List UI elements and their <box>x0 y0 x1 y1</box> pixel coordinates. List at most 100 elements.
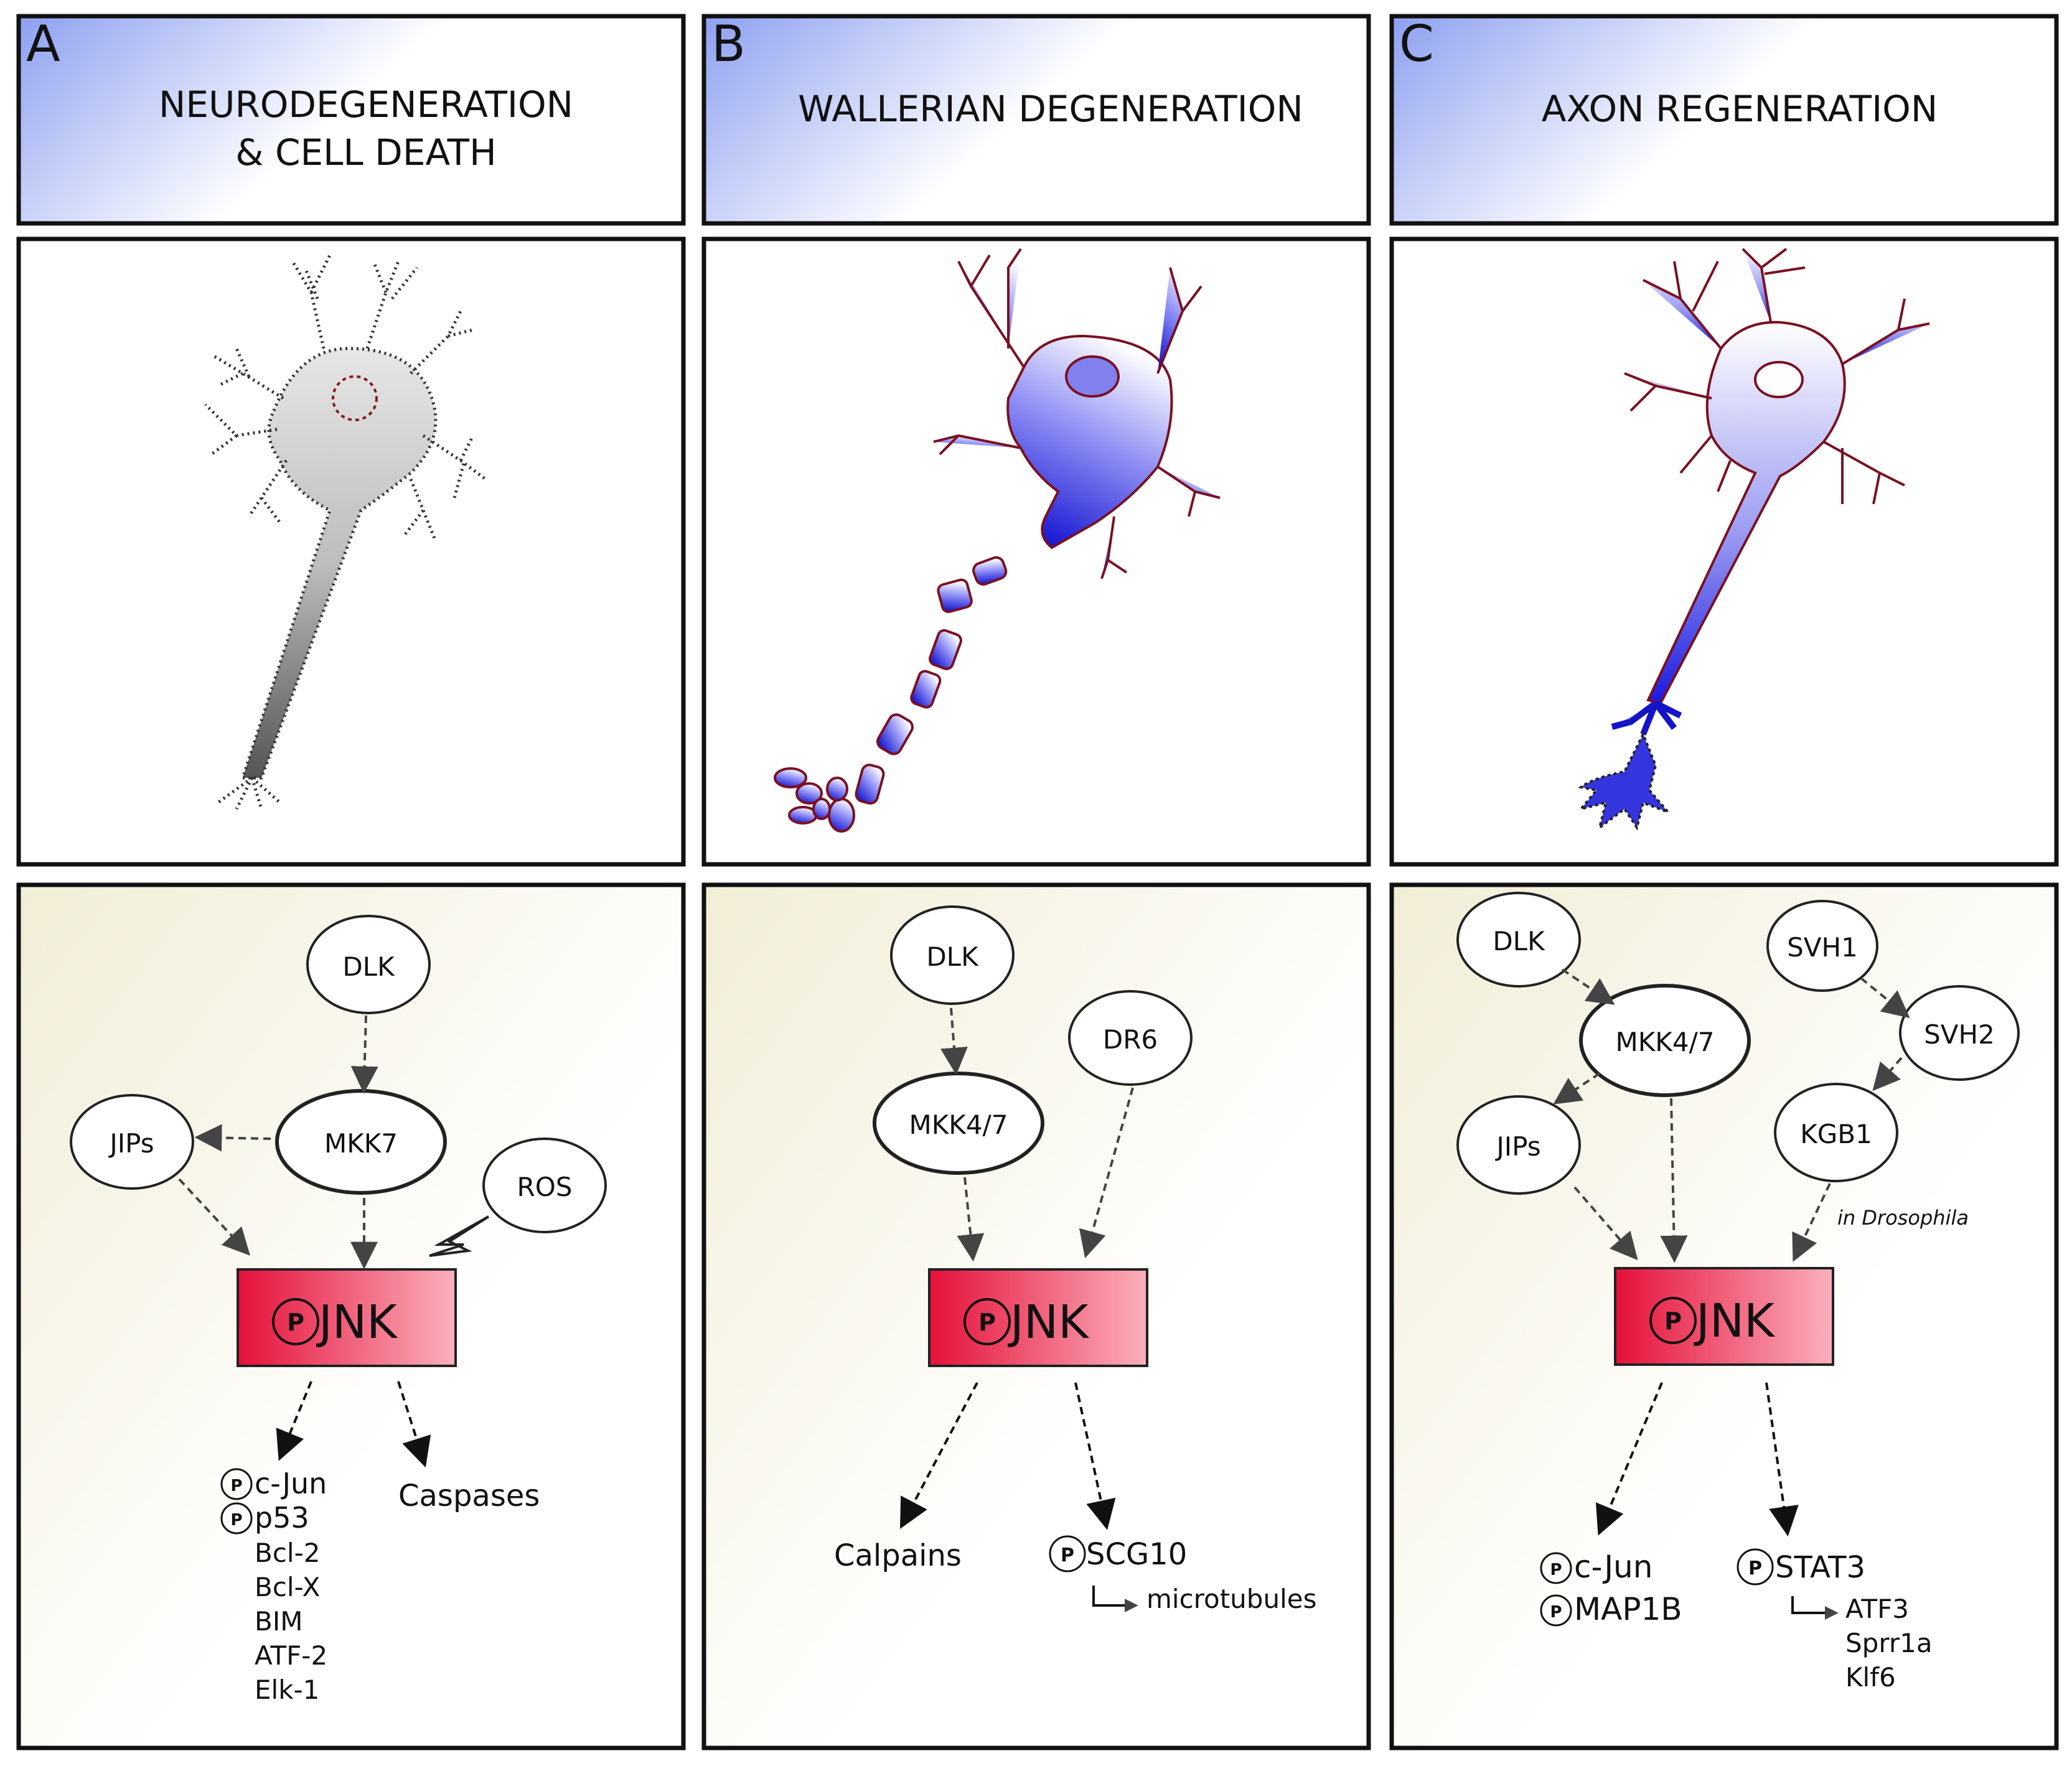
edge-svh2-kgb1 <box>1872 1057 1903 1091</box>
panel-c-title: AXON REGENERATION <box>1542 88 1938 130</box>
edge-dr6-jnk <box>1079 1087 1134 1258</box>
phospho-label-scg10: P <box>1061 1544 1074 1566</box>
jnk-label-b: JNK <box>1008 1296 1090 1349</box>
phospho-icon <box>1540 1594 1572 1627</box>
kgb1-node <box>1774 1083 1898 1182</box>
regenerating-neuron <box>1577 248 1930 831</box>
panel-a-letter: A <box>26 15 60 73</box>
target-label: c-Jun <box>255 1467 327 1500</box>
panel-c-header-box <box>1389 14 2059 226</box>
stat3-label: STAT3 <box>1775 1550 1865 1585</box>
panel-c-edges <box>1553 968 1910 1537</box>
panel-a-header-box <box>16 14 686 226</box>
mkk47-label-b: MKK4/7 <box>909 1110 1008 1140</box>
dlk-node <box>306 915 431 1014</box>
phospho-label: P <box>1550 1603 1562 1622</box>
edge-jips-jnk-c <box>1573 1186 1638 1261</box>
target-label: c-Jun <box>1574 1549 1652 1585</box>
edge-jnk-stat3 <box>1765 1382 1799 1537</box>
target-label: Bcl-X <box>255 1572 320 1602</box>
calpains-label: Calpains <box>834 1538 962 1573</box>
panel-a-edges <box>178 1015 431 1468</box>
jips-node-c <box>1456 1095 1581 1195</box>
phospho-icon <box>1540 1552 1572 1584</box>
phospho-icon <box>220 1502 253 1535</box>
target-label: ATF-2 <box>255 1640 327 1671</box>
degenerating-neuron <box>204 254 487 810</box>
phospho-icon-scg10 <box>1049 1535 1086 1572</box>
dlk-node-c <box>1456 892 1581 988</box>
svh1-label: SVH1 <box>1787 932 1858 963</box>
microtubules-label: microtubules <box>1146 1584 1316 1614</box>
lightning-icon <box>429 1215 490 1257</box>
panel-b-title: WALLERIAN DEGENERATION <box>798 88 1303 130</box>
dlk-label-c: DLK <box>1493 926 1545 956</box>
caspases-label: Caspases <box>398 1479 540 1513</box>
stat3-target-label: Sprr1a <box>1845 1628 1933 1658</box>
drosophila-note: in Drosophila <box>1837 1206 1969 1230</box>
panel-b-neuron-box <box>701 236 1371 867</box>
jips-label: JIPs <box>108 1128 154 1159</box>
panel-a-neuron-box <box>16 236 686 867</box>
edge-jnk-cjun-c <box>1595 1382 1663 1536</box>
target-label: Elk-1 <box>255 1675 319 1705</box>
edge-kgb1-jnk <box>1792 1183 1831 1262</box>
target-label: p53 <box>255 1501 309 1535</box>
target-label: Bcl-2 <box>255 1538 320 1568</box>
mkk47-label-c: MKK4/7 <box>1616 1027 1715 1057</box>
kgb1-label: KGB1 <box>1800 1119 1872 1149</box>
phospho-icon-c <box>1649 1297 1697 1344</box>
panel-a-title-line-2: & CELL DEATH <box>235 131 496 174</box>
stat3-target-label: ATF3 <box>1845 1594 1909 1624</box>
phospho-label-c: P <box>1664 1307 1682 1335</box>
dlk-node-b <box>890 905 1015 1005</box>
dr6-node <box>1068 990 1193 1086</box>
svh1-node <box>1766 900 1878 992</box>
dlk-label: DLK <box>342 951 395 982</box>
ros-label: ROS <box>517 1172 573 1202</box>
phospho-label: P <box>1550 1561 1562 1579</box>
stat3-target-label: Klf6 <box>1845 1662 1896 1693</box>
phospho-icon-stat3 <box>1737 1548 1774 1586</box>
panel-b-edges <box>900 1007 1134 1530</box>
jnk-label-c: JNK <box>1694 1294 1776 1348</box>
scg10-sub-arrow <box>1092 1586 1138 1612</box>
dr6-label: DR6 <box>1103 1024 1158 1055</box>
ros-node <box>482 1138 607 1233</box>
panel-b-letter: B <box>711 15 746 73</box>
phospho-icon <box>220 1468 253 1500</box>
scg10-label: SCG10 <box>1086 1537 1187 1572</box>
jnk-label: JNK <box>316 1296 398 1349</box>
mkk47-node-c <box>1579 984 1751 1097</box>
target-label: MAP1B <box>1574 1591 1682 1627</box>
mkk7-label: MKK7 <box>324 1128 398 1159</box>
panel-b: B WALLERIAN DEGENERATION DLK <box>701 14 1371 1750</box>
phospho-icon <box>272 1298 319 1345</box>
edge-dlk-mkk7 <box>350 1015 378 1094</box>
jips-node <box>70 1094 194 1190</box>
phospho-label: P <box>230 1477 242 1495</box>
edge-mkk47-jips-c <box>1553 1072 1601 1105</box>
edge-jnk-scg10 <box>1074 1382 1116 1530</box>
panel-b-header-box <box>701 14 1371 226</box>
phospho-label: P <box>230 1511 242 1530</box>
edge-dlk-mkk47-b <box>940 1007 968 1075</box>
edge-svh1-svh2 <box>1860 977 1910 1019</box>
edge-jips-jnk <box>178 1178 250 1256</box>
svh2-label: SVH2 <box>1924 1019 1995 1050</box>
phospho-label-b: P <box>978 1309 996 1336</box>
phospho-icon-b <box>963 1298 1011 1345</box>
svh2-node <box>1899 985 2020 1081</box>
phospho-label-stat3: P <box>1748 1558 1762 1579</box>
dlk-label-b: DLK <box>926 941 979 972</box>
edge-mkk47-jnk-c <box>1660 1098 1688 1263</box>
target-label: BIM <box>255 1606 302 1637</box>
stat3-sub-arrow <box>1791 1596 1839 1620</box>
panel-a: A NEURODEGENERATION & CELL DEATH DLK MKK… <box>16 14 686 1750</box>
edge-mkk7-jips <box>194 1124 271 1152</box>
edge-dlk-mkk47-c <box>1561 968 1615 1005</box>
panel-a-title-line-1: NEURODEGENERATION <box>159 83 573 126</box>
